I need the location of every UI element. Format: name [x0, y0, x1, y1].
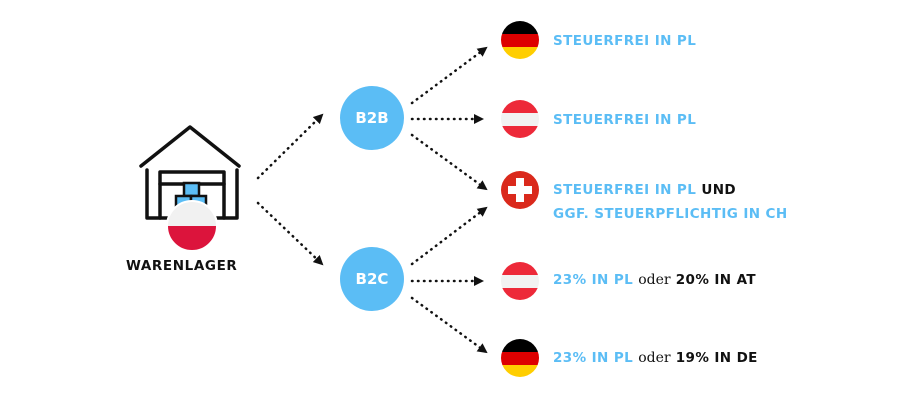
arrow-b2b-de — [410, 46, 488, 105]
b2b-label: B2B — [355, 109, 389, 127]
tax-note-line2: GGF. STEUERPFLICHTIG IN CH — [553, 206, 788, 222]
tax-rate-destination: 19% IN DE — [675, 350, 758, 366]
conjunction: UND — [701, 182, 736, 198]
arrow-warehouse-b2c — [256, 201, 324, 266]
tax-rate-pl: 23% IN PL — [553, 350, 634, 366]
destination-text-ch: STEUERFREI IN PL UND GGF. STEUERPFLICHTI… — [553, 178, 788, 226]
destination-text-b2b-at: STEUERFREI IN PL — [553, 108, 696, 132]
destination-text-b2b-de: STEUERFREI IN PL — [553, 29, 696, 53]
destination-text-b2c-de: 23% IN PL oder 19% IN DE — [553, 346, 758, 370]
warehouse-label: WARENLAGER — [126, 258, 238, 274]
austria-flag — [501, 100, 539, 138]
b2b-node: B2B — [340, 86, 404, 150]
arrow-b2c-ch — [410, 206, 488, 266]
warehouse-icon — [139, 125, 241, 220]
destination-text-b2c-at: 23% IN PL oder 20% IN AT — [553, 268, 756, 292]
connector-word: oder — [638, 350, 671, 366]
poland-flag — [166, 200, 218, 252]
austria-flag — [501, 262, 539, 300]
germany-flag — [501, 339, 539, 377]
tax-rate-destination: 20% IN AT — [675, 272, 756, 288]
connectors — [256, 46, 488, 354]
tax-note: STEUERFREI IN PL — [553, 33, 697, 49]
switzerland-flag — [501, 171, 539, 209]
germany-flag — [501, 21, 539, 59]
b2c-label: B2C — [355, 270, 389, 288]
tax-note: STEUERFREI IN PL — [553, 182, 697, 198]
tax-note: STEUERFREI IN PL — [553, 112, 697, 128]
tax-rate-pl: 23% IN PL — [553, 272, 634, 288]
connector-word: oder — [638, 272, 671, 288]
arrow-warehouse-b2b — [256, 113, 324, 180]
arrow-b2b-ch — [410, 133, 488, 191]
arrow-b2c-de — [410, 296, 488, 354]
b2c-node: B2C — [340, 247, 404, 311]
